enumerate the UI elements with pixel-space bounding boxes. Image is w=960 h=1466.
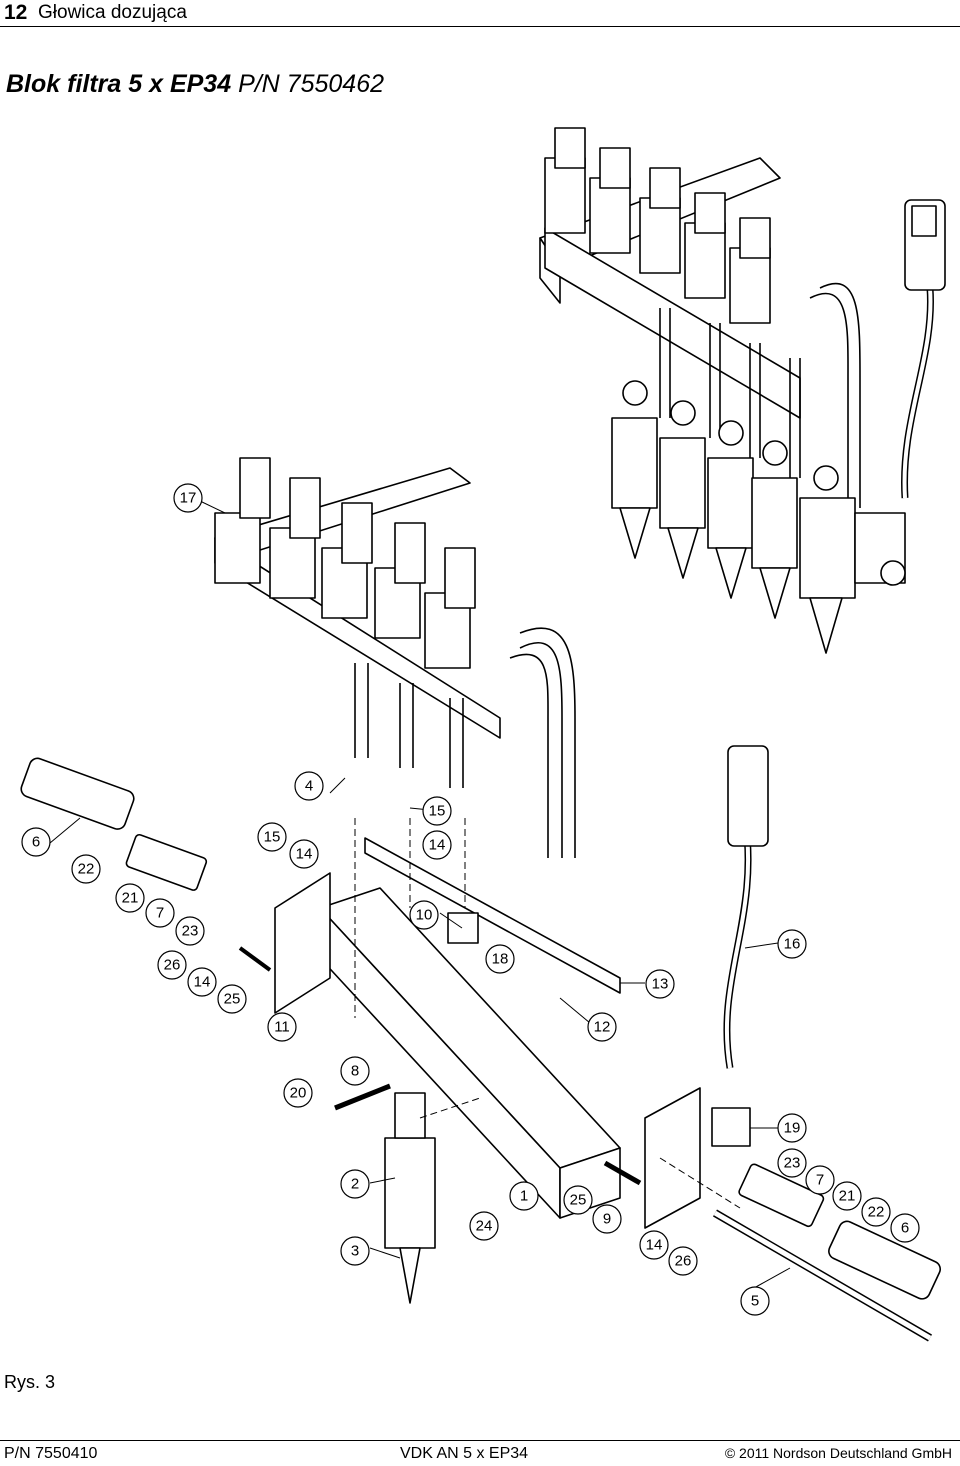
page-number: 12 [4, 1, 28, 24]
callout-4: 21 [115, 883, 145, 913]
svg-text:15: 15 [429, 803, 446, 820]
footer-copyright: © 2011 Nordson Deutschland GmbH [724, 1445, 952, 1461]
callout-17: 18 [485, 944, 515, 974]
callout-6: 23 [175, 916, 205, 946]
callout-13: 14 [289, 839, 319, 869]
svg-text:15: 15 [264, 829, 281, 846]
callouts: 17 6 22 21 7 23 26 14 25 4 15 15 14 14 1… [21, 483, 920, 1316]
footer-part-number: P/N 7550410 [4, 1445, 98, 1462]
svg-text:4: 4 [305, 778, 313, 795]
callout-35: 26 [668, 1246, 698, 1276]
svg-text:7: 7 [816, 1172, 824, 1189]
svg-text:14: 14 [194, 974, 211, 991]
page-title: Blok filtra 5 x EP34 P/N 7550462 [6, 70, 384, 99]
svg-text:21: 21 [122, 890, 139, 907]
svg-text:18: 18 [492, 951, 509, 968]
callout-16: 11 [267, 1012, 297, 1042]
callout-9: 25 [217, 984, 247, 1014]
callout-3: 22 [71, 854, 101, 884]
callout-12: 15 [257, 822, 287, 852]
filter-block [20, 745, 941, 1342]
svg-text:5: 5 [751, 1293, 759, 1310]
callout-27: 22 [861, 1197, 891, 1227]
callout-25: 7 [805, 1165, 835, 1195]
callout-1: 17 [173, 483, 203, 513]
svg-text:25: 25 [570, 1192, 587, 1209]
callout-22: 16 [777, 929, 807, 959]
svg-text:6: 6 [32, 834, 40, 851]
svg-text:22: 22 [868, 1204, 885, 1221]
title-main: Blok filtra 5 x EP34 [6, 70, 232, 98]
callout-18: 13 [645, 969, 675, 999]
callout-2: 6 [21, 827, 51, 857]
callout-33: 9 [592, 1204, 622, 1234]
callout-7: 26 [157, 950, 187, 980]
svg-text:12: 12 [594, 1019, 611, 1036]
callout-15: 10 [409, 900, 439, 930]
callout-14: 14 [422, 830, 452, 860]
svg-text:9: 9 [603, 1211, 611, 1228]
svg-text:23: 23 [784, 1155, 801, 1172]
callout-30: 1 [509, 1181, 539, 1211]
middle-manifold [214, 457, 576, 858]
svg-text:26: 26 [164, 957, 181, 974]
callout-20: 8 [340, 1056, 370, 1086]
callout-5: 7 [145, 898, 175, 928]
svg-text:10: 10 [416, 907, 433, 924]
svg-text:23: 23 [182, 923, 199, 940]
svg-text:26: 26 [675, 1253, 692, 1270]
svg-text:8: 8 [351, 1063, 359, 1080]
callout-11: 15 [422, 796, 452, 826]
svg-text:22: 22 [78, 861, 95, 878]
callout-19: 12 [587, 1012, 617, 1042]
page-header: 12 Głowica dozująca [0, 0, 960, 27]
drawing-svg: 17 6 22 21 7 23 26 14 25 4 15 15 14 14 1… [20, 127, 946, 1342]
upper-manifold [539, 127, 946, 654]
callout-28: 6 [890, 1213, 920, 1243]
callout-24: 23 [777, 1148, 807, 1178]
callout-10: 4 [294, 771, 324, 801]
callout-23: 19 [777, 1113, 807, 1143]
svg-text:14: 14 [646, 1237, 663, 1254]
svg-text:7: 7 [156, 905, 164, 922]
title-part-number: P/N 7550462 [238, 70, 385, 98]
callout-26: 21 [832, 1181, 862, 1211]
callout-32: 24 [469, 1211, 499, 1241]
callout-36: 3 [340, 1236, 370, 1266]
svg-text:19: 19 [784, 1120, 801, 1137]
figure-caption: Rys. 3 [4, 1372, 56, 1392]
svg-text:16: 16 [784, 936, 801, 953]
svg-text:13: 13 [652, 976, 669, 993]
callout-29: 2 [340, 1169, 370, 1199]
svg-text:1: 1 [520, 1188, 528, 1205]
callout-31: 25 [563, 1185, 593, 1215]
svg-text:20: 20 [290, 1085, 307, 1102]
page-footer: P/N 7550410 VDK AN 5 x EP34 © 2011 Nords… [0, 1440, 960, 1466]
callout-37: 5 [740, 1286, 770, 1316]
footer-document-title: VDK AN 5 x EP34 [400, 1445, 529, 1462]
exploded-view-drawing: 17 6 22 21 7 23 26 14 25 4 15 15 14 14 1… [0, 118, 960, 1368]
svg-text:17: 17 [180, 490, 197, 507]
callout-8: 14 [187, 967, 217, 997]
svg-text:11: 11 [274, 1019, 290, 1036]
callout-21: 20 [283, 1078, 313, 1108]
section-title: Głowica dozująca [38, 2, 187, 23]
callout-34: 14 [639, 1230, 669, 1260]
svg-text:3: 3 [351, 1243, 359, 1260]
svg-text:14: 14 [296, 846, 313, 863]
svg-text:2: 2 [351, 1176, 359, 1193]
svg-text:24: 24 [476, 1218, 493, 1235]
svg-text:25: 25 [224, 991, 241, 1008]
svg-text:21: 21 [839, 1188, 856, 1205]
svg-text:6: 6 [901, 1220, 909, 1237]
svg-text:14: 14 [429, 837, 446, 854]
